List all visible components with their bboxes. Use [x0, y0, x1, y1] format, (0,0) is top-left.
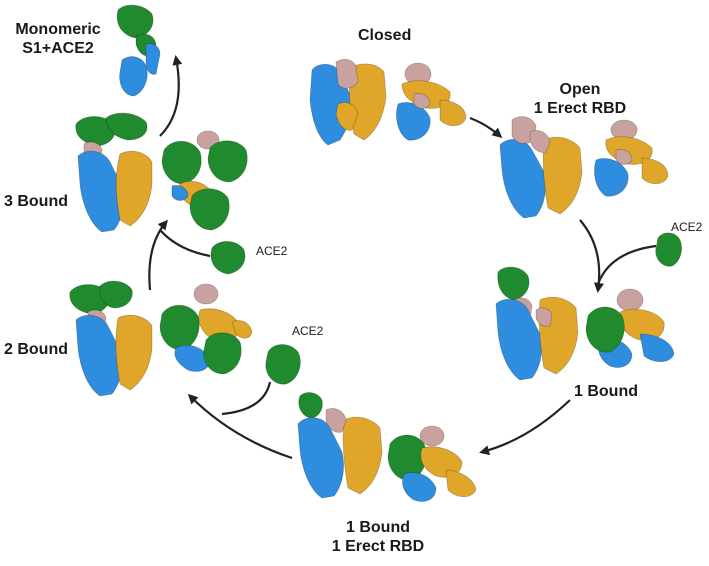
ace2-domain	[161, 140, 202, 185]
spike-chain-domain	[615, 149, 633, 165]
spike-chain-domain	[419, 425, 445, 447]
spike-chain-domain	[174, 344, 211, 372]
spike-chain-domain	[535, 307, 553, 327]
spike-chain-domain	[171, 185, 189, 201]
arrow-closed-to-open	[469, 116, 503, 138]
ace2-domain	[116, 4, 154, 39]
label-ace2-left: ACE2	[256, 244, 288, 258]
one-bound-erect-side-view	[297, 392, 383, 499]
spike-chain-domain	[529, 130, 551, 153]
two-bound-side-view	[69, 280, 153, 397]
three-bound-top-view	[161, 130, 248, 231]
ace2-domain	[203, 332, 242, 375]
label-open-line2: 1 Erect RBD	[533, 100, 627, 118]
label-closed: Closed	[358, 27, 412, 44]
spike-chain-domain	[594, 158, 629, 197]
ace2-molecule-3	[210, 241, 246, 275]
arrow-ace2-join-1	[596, 244, 657, 285]
ace2-molecule-2	[265, 344, 301, 385]
label-monomeric-line2: S1+ACE2	[22, 40, 94, 58]
arrow-three-bound-to-monomeric	[159, 55, 183, 137]
spike-chain-domain	[445, 469, 477, 498]
two-bound-top-view	[159, 283, 253, 375]
spike-chain-domain	[402, 472, 437, 502]
label-monomeric-line1: Monomeric	[15, 21, 101, 38]
ace2-domain	[387, 434, 427, 481]
spike-chain-domain	[193, 283, 219, 305]
spike-chain-domain	[196, 130, 220, 150]
ace2-domain	[210, 241, 246, 275]
spike-chain-domain	[75, 314, 122, 397]
label-ace2-middle: ACE2	[292, 324, 324, 338]
ace2-molecule-1	[655, 232, 682, 267]
ace2-domain	[298, 392, 323, 419]
label-two-bound: 2 Bound	[4, 341, 68, 358]
label-open: Open 1 Erect RBD	[520, 80, 640, 118]
ace2-domain	[69, 284, 110, 315]
ace2-domain	[207, 140, 248, 183]
one-bound-top-view	[585, 288, 675, 368]
open-top-view	[594, 119, 669, 197]
spike-chain-domain	[439, 99, 467, 127]
spike-chain-domain	[348, 63, 387, 141]
arrow-open-to-one-bound	[579, 219, 604, 293]
label-ace2-right: ACE2	[671, 220, 703, 234]
spike-chain-domain	[413, 93, 431, 109]
ace2-domain	[585, 306, 625, 353]
ace2-domain	[159, 304, 200, 351]
closed-top-view	[396, 62, 467, 141]
spike-chain-domain	[231, 320, 253, 339]
ace2-domain	[105, 112, 148, 141]
ace2-domain	[189, 188, 230, 231]
arrow-ace2-join-2	[221, 381, 272, 416]
spike-chain-domain	[616, 288, 644, 312]
ace2-domain	[265, 344, 301, 385]
label-open-line1: Open	[559, 81, 601, 98]
ace2-domain	[75, 116, 116, 147]
spike-chain-domain	[145, 43, 161, 75]
ace2-domain	[655, 232, 682, 267]
monomeric-complex	[116, 4, 161, 97]
closed-side-view	[309, 58, 387, 146]
spike-chain-domain	[641, 157, 669, 185]
spike-chain-domain	[335, 102, 359, 131]
spike-chain-domain	[115, 314, 153, 391]
spike-chain-domain	[335, 58, 359, 89]
spike-chain-domain	[639, 333, 675, 363]
label-monomeric: Monomeric S1+ACE2	[8, 20, 108, 58]
arrow-ace2-join-3	[159, 229, 211, 258]
three-bound-side-view	[75, 112, 153, 233]
label-one-bound-erect: 1 Bound 1 Erect RBD	[318, 518, 438, 556]
arrow-one-bound-to-erect	[479, 399, 571, 456]
label-one-bound-erect-line1: 1 Bound	[346, 519, 410, 536]
ace2-domain	[497, 266, 530, 301]
spike-chain-domain	[325, 408, 347, 433]
spike-chain-domain	[342, 416, 383, 495]
arrow-two-bound-to-three-bound	[148, 219, 168, 291]
label-one-bound-erect-line2: 1 Erect RBD	[331, 538, 425, 556]
spike-chain-domain	[495, 298, 542, 381]
label-three-bound: 3 Bound	[4, 193, 68, 210]
one-bound-erect-top-view	[387, 425, 477, 502]
spike-chain-domain	[297, 417, 344, 499]
ace2-domain	[99, 280, 133, 309]
arrow-erect-to-two-bound	[187, 393, 293, 460]
label-one-bound: 1 Bound	[574, 383, 638, 400]
spike-chain-domain	[119, 56, 148, 97]
spike-chain-domain	[115, 150, 153, 227]
one-bound-side-view	[495, 266, 579, 381]
open-side-view	[499, 116, 583, 219]
spike-chain-domain	[542, 136, 583, 215]
